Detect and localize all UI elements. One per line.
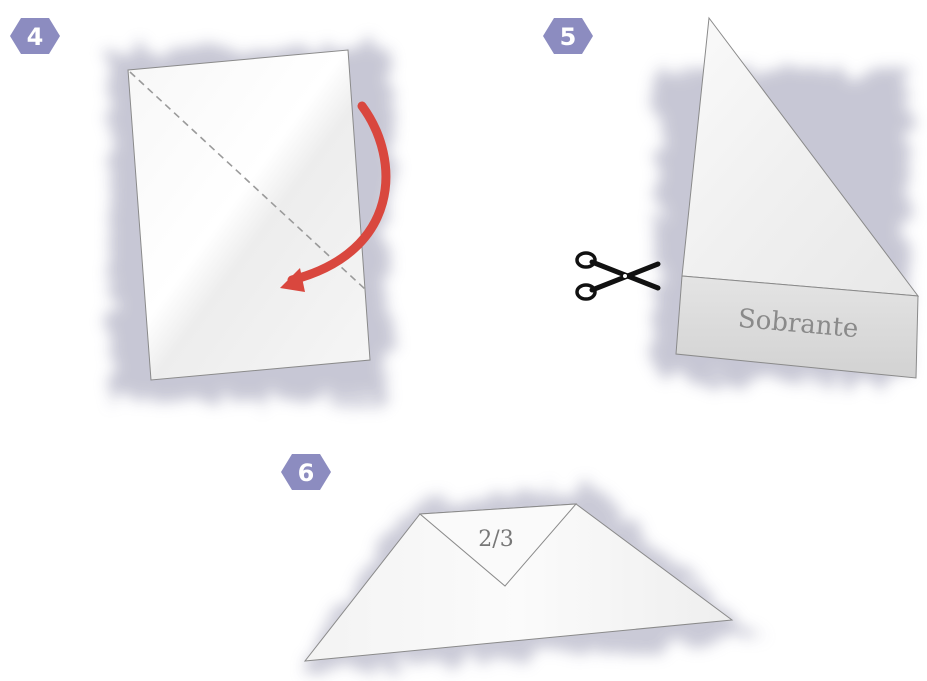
step-5-group: 5 Sobrante — [543, 18, 918, 380]
step-6-badge: 6 — [281, 454, 331, 490]
step-4-paper-sheet — [128, 50, 370, 380]
step-6-fraction-label: 2/3 — [478, 527, 513, 552]
step-6-group: 6 2/3 — [281, 454, 760, 672]
step-4-group: 4 — [10, 18, 390, 400]
scissors-icon — [577, 253, 658, 299]
step-5-badge: 5 — [543, 18, 593, 54]
step-6-number: 6 — [298, 459, 315, 487]
step-4-number: 4 — [27, 23, 44, 51]
step-5-number: 5 — [560, 23, 577, 51]
step-4-badge: 4 — [10, 18, 60, 54]
